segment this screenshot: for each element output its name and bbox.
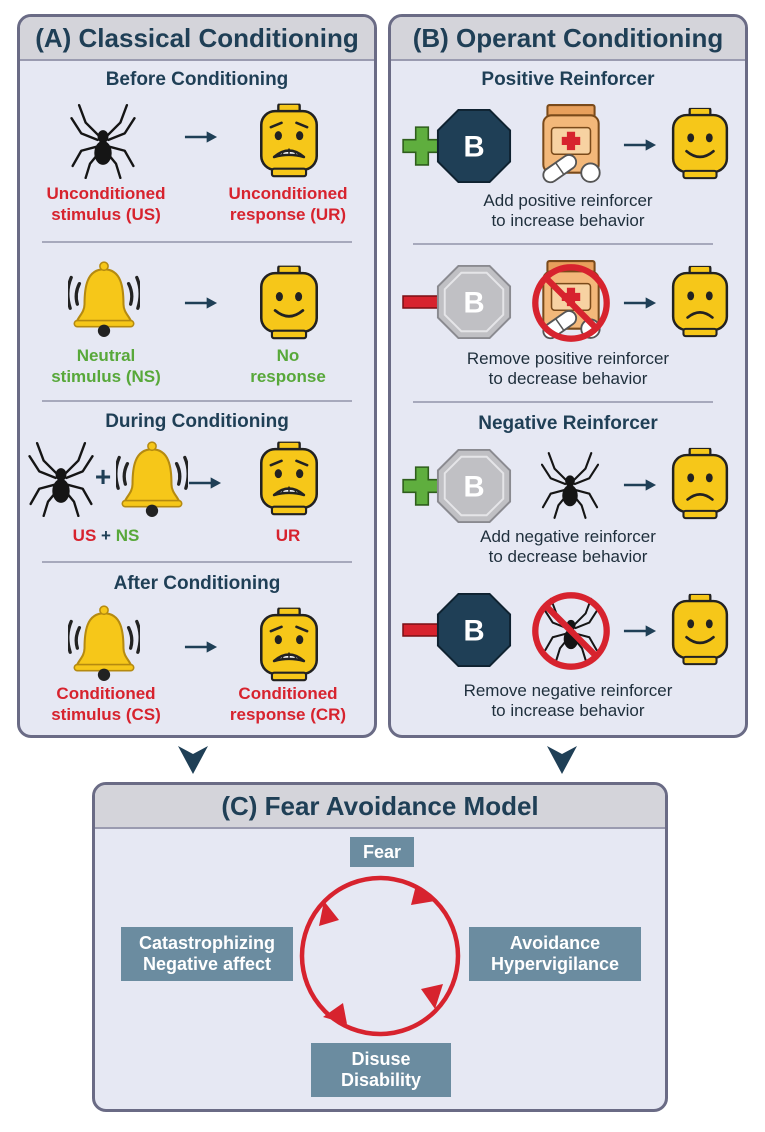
divider [42, 241, 352, 243]
plus-sign: + [94, 461, 112, 492]
panel-c-title: (C) Fear Avoidance Model [95, 785, 665, 829]
behavior-octagon-icon [435, 107, 513, 185]
bell-icon [116, 437, 188, 519]
arrow-icon [623, 477, 657, 493]
arrow-icon [184, 129, 218, 145]
face-smile-icon [669, 107, 731, 181]
operant-conditioning-panel: (B) Operant Conditioning Positive Reinfo… [388, 14, 748, 738]
panel-a-title: (A) Classical Conditioning [20, 17, 374, 61]
positive-reinforcer-title: Positive Reinforcer [481, 69, 655, 90]
behavior-octagon-icon [435, 263, 513, 341]
face-smile-icon [669, 593, 731, 667]
arrow-icon [184, 295, 218, 311]
prohibited-icon [529, 589, 613, 673]
spider-icon [70, 103, 136, 179]
face-scared-icon [257, 441, 321, 517]
classical-conditioning-panel: (A) Classical Conditioning Before Condit… [17, 14, 377, 738]
divider [413, 401, 713, 403]
pill-bottle-icon [535, 103, 607, 185]
cycle-arrows-icon [299, 875, 461, 1037]
divider [42, 561, 352, 563]
during-conditioning-title: During Conditioning [105, 411, 289, 432]
face-smile-icon [257, 265, 321, 341]
bell-icon [68, 257, 140, 339]
before-conditioning-title: Before Conditioning [105, 69, 289, 90]
arrow-icon [623, 137, 657, 153]
face-scared-icon [257, 607, 321, 683]
panel-b-title: (B) Operant Conditioning [391, 17, 745, 61]
behavior-octagon-icon [435, 591, 513, 669]
spider-icon [28, 441, 94, 517]
face-sad-icon [669, 265, 731, 339]
divider [413, 243, 713, 245]
negative-reinforcer-title: Negative Reinforcer [478, 413, 658, 434]
us-plus-ns-label: US + NS [72, 526, 140, 545]
chevron-down-icon [547, 746, 577, 774]
after-conditioning-title: After Conditioning [113, 573, 281, 594]
ur-label: UR [275, 526, 301, 545]
bell-icon [68, 601, 140, 683]
fear-box: Fear [350, 837, 414, 867]
behavior-octagon-icon [435, 447, 513, 525]
arrow-icon [188, 475, 222, 491]
prohibited-icon [529, 261, 613, 345]
face-sad-icon [669, 447, 731, 521]
arrow-icon [184, 639, 218, 655]
arrow-icon [623, 623, 657, 639]
spider-icon [541, 451, 599, 519]
face-scared-icon [257, 103, 321, 179]
divider [42, 400, 352, 402]
arrow-icon [623, 295, 657, 311]
chevron-down-icon [178, 746, 208, 774]
